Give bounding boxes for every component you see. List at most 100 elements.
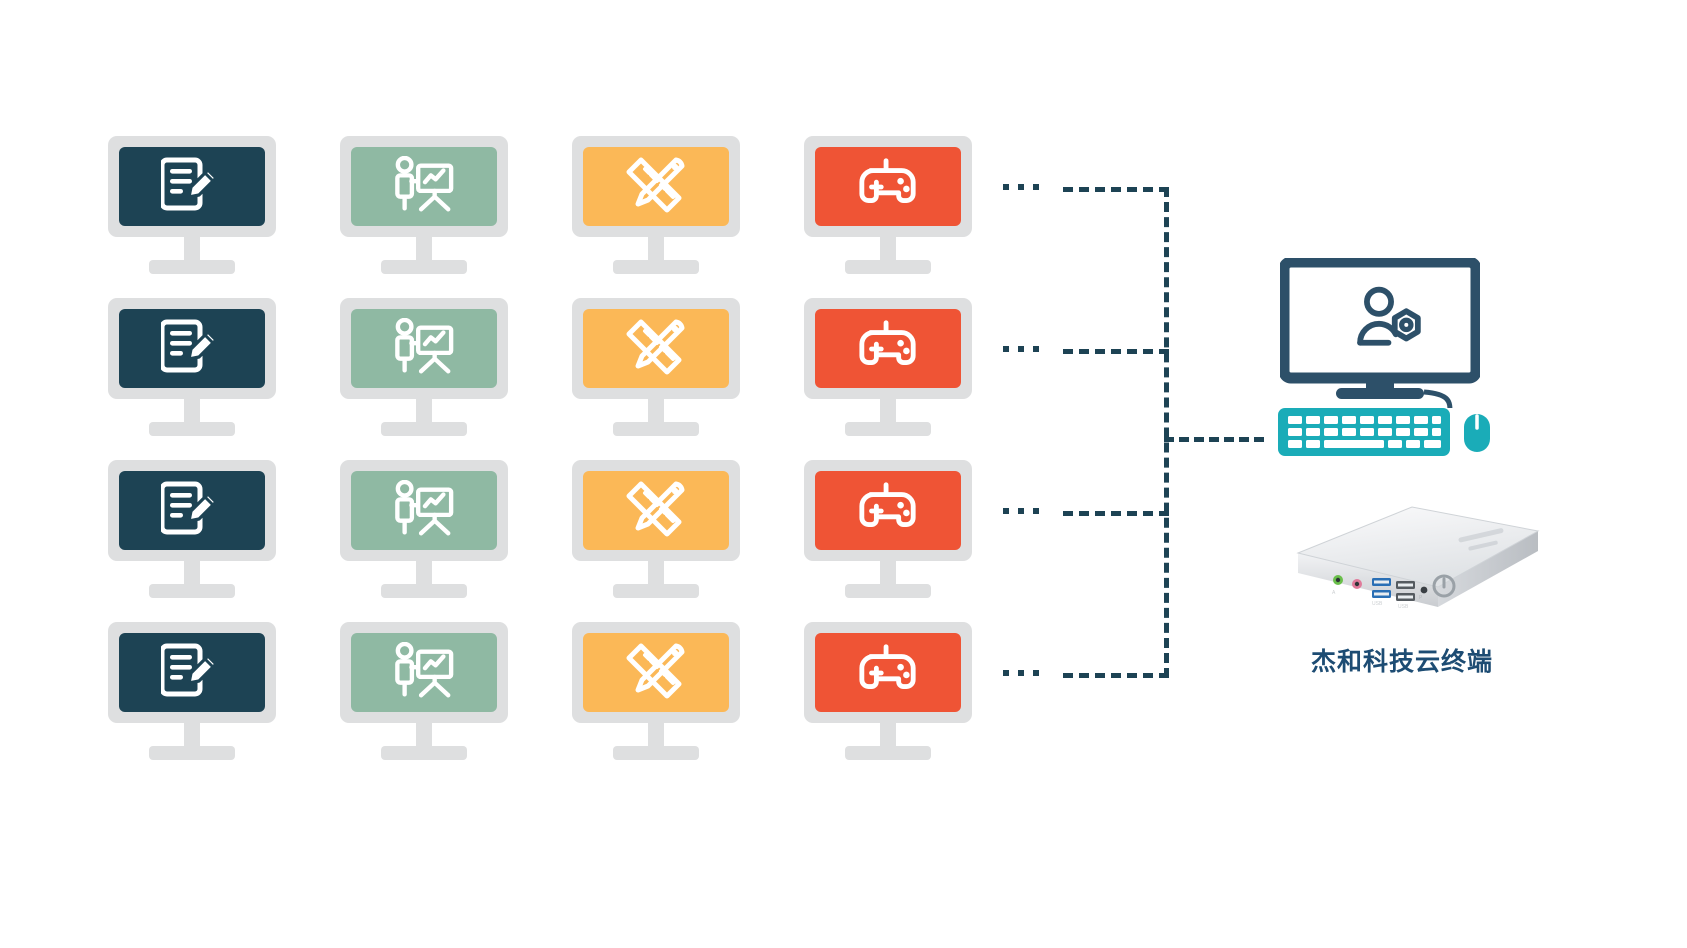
client-monitor-teaching-presentation[interactable]: [340, 460, 508, 600]
svg-text:A: A: [1332, 590, 1336, 596]
pencil-ruler-icon: [583, 147, 729, 226]
monitor-screen: [583, 633, 729, 712]
row-ellipsis: [1003, 670, 1039, 676]
monitor-stand-base: [845, 260, 931, 274]
monitor-stand-base: [845, 422, 931, 436]
ellipsis-dot: [1003, 670, 1009, 676]
monitor-stand-neck: [880, 561, 896, 586]
monitor-stand-neck: [416, 723, 432, 748]
monitor-stand-neck: [648, 237, 664, 262]
presenter-chart-board-icon: [351, 309, 497, 388]
row-ellipsis: [1003, 184, 1039, 190]
presenter-chart-board-icon: [351, 147, 497, 226]
ellipsis-dot: [1033, 508, 1039, 514]
mouse-icon: [1464, 414, 1490, 452]
ellipsis-dot: [1033, 670, 1039, 676]
mini-pc-icon[interactable]: A USB USB P: [1262, 495, 1542, 625]
ellipsis-dot: [1018, 184, 1024, 190]
monitor-stand-neck: [416, 561, 432, 586]
monitor-stand-neck: [648, 723, 664, 748]
monitor-screen: [351, 471, 497, 550]
monitor-stand-neck: [648, 561, 664, 586]
client-monitor-document-editing[interactable]: [108, 136, 276, 276]
monitor-screen: [351, 309, 497, 388]
presenter-chart-board-icon: [351, 471, 497, 550]
client-monitor-teaching-presentation[interactable]: [340, 136, 508, 276]
monitor-stand-base: [149, 746, 235, 760]
keyboard-icon: [1278, 408, 1450, 456]
game-controller-icon: [815, 309, 961, 388]
ellipsis-dot: [1018, 508, 1024, 514]
terminal-label: 杰和科技云终端: [1310, 647, 1493, 676]
row-ellipsis: [1003, 508, 1039, 514]
svg-text:USB: USB: [1372, 601, 1383, 607]
monitor-stand-neck: [648, 399, 664, 424]
game-controller-icon: [815, 147, 961, 226]
monitor-screen: [351, 633, 497, 712]
monitor-stand-base: [845, 584, 931, 598]
monitor-stand-neck: [880, 237, 896, 262]
monitor-screen: [583, 147, 729, 226]
document-pencil-icon: [119, 309, 265, 388]
pencil-ruler-icon: [583, 309, 729, 388]
monitor-stand-base: [149, 260, 235, 274]
pencil-ruler-icon: [583, 471, 729, 550]
presenter-chart-board-icon: [351, 633, 497, 712]
monitor-screen: [583, 309, 729, 388]
ellipsis-dot: [1003, 508, 1009, 514]
document-pencil-icon: [119, 471, 265, 550]
client-monitor-document-editing[interactable]: [108, 298, 276, 438]
connector-trunk: [1164, 187, 1169, 678]
monitor-stand-base: [381, 260, 467, 274]
client-monitor-gaming-entertainment[interactable]: [804, 460, 972, 600]
monitor-stand-base: [845, 746, 931, 760]
monitor-stand-base: [613, 746, 699, 760]
connector-branch-row-2: [1063, 349, 1169, 354]
monitor-stand-base: [381, 746, 467, 760]
terminal-input-devices[interactable]: [1278, 402, 1498, 462]
monitor-stand-neck: [416, 237, 432, 262]
monitor-stand-neck: [880, 723, 896, 748]
pencil-ruler-icon: [583, 633, 729, 712]
monitor-screen: [351, 147, 497, 226]
client-monitor-gaming-entertainment[interactable]: [804, 298, 972, 438]
monitor-stand-base: [149, 584, 235, 598]
row-ellipsis: [1003, 346, 1039, 352]
client-monitor-document-editing[interactable]: [108, 460, 276, 600]
monitor-stand-neck: [184, 237, 200, 262]
monitor-stand-neck: [880, 399, 896, 424]
ellipsis-dot: [1018, 670, 1024, 676]
svg-text:P: P: [1419, 595, 1423, 601]
client-monitor-teaching-presentation[interactable]: [340, 298, 508, 438]
cloud-terminal-group[interactable]: A USB USB P 杰和科技云终端: [1262, 250, 1552, 710]
game-controller-icon: [815, 471, 961, 550]
terminal-monitor[interactable]: [1278, 256, 1482, 413]
client-monitor-design-drafting[interactable]: [572, 622, 740, 762]
svg-text:USB: USB: [1398, 604, 1409, 610]
monitor-stand-base: [381, 584, 467, 598]
ellipsis-dot: [1033, 346, 1039, 352]
document-pencil-icon: [119, 633, 265, 712]
document-pencil-icon: [119, 147, 265, 226]
monitor-stand-neck: [184, 399, 200, 424]
client-monitor-design-drafting[interactable]: [572, 136, 740, 276]
client-monitor-document-editing[interactable]: [108, 622, 276, 762]
ellipsis-dot: [1003, 346, 1009, 352]
monitor-stand-neck: [184, 723, 200, 748]
monitor-stand-base: [613, 422, 699, 436]
ellipsis-dot: [1018, 346, 1024, 352]
monitor-screen: [583, 471, 729, 550]
monitor-stand-neck: [184, 561, 200, 586]
client-monitor-gaming-entertainment[interactable]: [804, 622, 972, 762]
client-monitor-teaching-presentation[interactable]: [340, 622, 508, 762]
connector-branch-row-1: [1063, 187, 1169, 192]
connector-branch-row-4: [1063, 673, 1169, 678]
connector-branch-row-3: [1063, 511, 1169, 516]
client-monitor-design-drafting[interactable]: [572, 460, 740, 600]
ellipsis-dot: [1033, 184, 1039, 190]
monitor-stand-base: [149, 422, 235, 436]
monitor-stand-neck: [416, 399, 432, 424]
client-monitor-design-drafting[interactable]: [572, 298, 740, 438]
client-monitor-gaming-entertainment[interactable]: [804, 136, 972, 276]
